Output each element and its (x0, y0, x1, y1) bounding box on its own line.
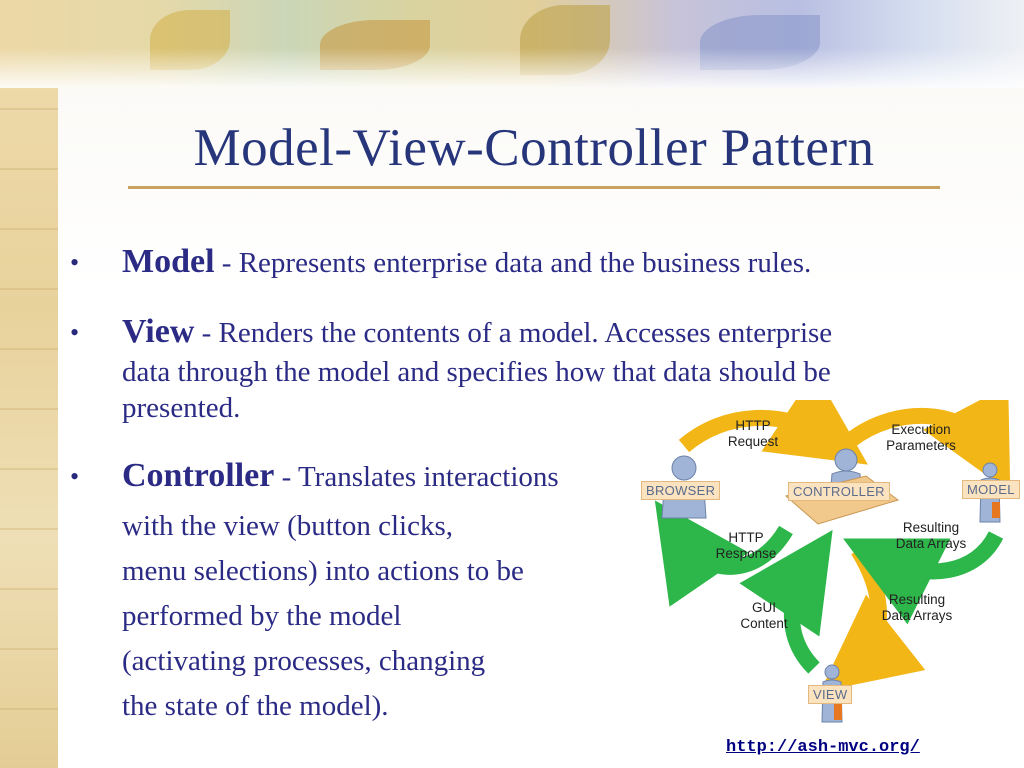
bullet-desc: - Translates interactions (274, 461, 559, 493)
actor-label-controller: CONTROLLER (788, 482, 890, 501)
arrow-resulting-data-model (843, 530, 1004, 625)
bullet-continuation: menu selections) into actions to be (122, 555, 524, 587)
bullet-desc: - Renders the contents of a model. Acces… (194, 317, 833, 349)
label-http-response: HTTP Response (715, 530, 777, 561)
label-resulting-data-arrays-model: Resulting Data Arrays (895, 520, 967, 551)
leaf-decoration (150, 10, 230, 70)
label-gui-content: GUI Content (740, 600, 788, 631)
top-decorative-banner (0, 0, 1024, 88)
bullet-model: Model - Represents enterprise data and t… (122, 244, 811, 281)
leaf-decoration (320, 20, 430, 70)
bullet-continuation: performed by the model (122, 600, 402, 632)
bullet-controller: Controller - Translates interactions (122, 458, 559, 495)
bullet-term: Controller (122, 457, 275, 494)
bullet-term: Model (122, 243, 215, 280)
bullet-marker: • (70, 318, 80, 347)
actor-label-view: VIEW (808, 685, 853, 704)
bullet-term: View (122, 313, 195, 350)
slide-title: Model-View-Controller Pattern (193, 119, 875, 177)
bullet-continuation: data through the model and specifies how… (122, 356, 831, 388)
bullet-marker: • (70, 462, 80, 491)
source-link[interactable]: http://ash-mvc.org/ (726, 738, 920, 757)
bullet-continuation: presented. (122, 392, 241, 424)
actor-label-browser: BROWSER (641, 481, 721, 500)
mvc-diagram: HTTP Request Execution Parameters HTTP R… (636, 400, 1024, 730)
bullet-desc: - Represents enterprise data and the bus… (214, 247, 812, 279)
arrow-execution-parameters (846, 400, 1011, 493)
bullet-view: View - Renders the contents of a model. … (122, 314, 832, 351)
label-execution-parameters: Execution Parameters (886, 422, 956, 453)
left-decorative-strip (0, 0, 58, 768)
actor-label-model: MODEL (962, 480, 1020, 499)
bullet-marker: • (70, 248, 80, 277)
leaf-decoration (700, 15, 820, 70)
label-http-request: HTTP Request (727, 418, 779, 449)
bullet-continuation: the state of the model). (122, 690, 389, 722)
label-resulting-data-arrays-view: Resulting Data Arrays (881, 592, 953, 623)
arrow-gui-content (739, 530, 833, 674)
arrow-http-request (678, 400, 868, 465)
leaf-decoration (520, 5, 610, 75)
bullet-continuation: (activating processes, changing (122, 645, 486, 677)
title-underline (128, 186, 940, 189)
bullet-continuation: with the view (button clicks, (122, 510, 454, 542)
